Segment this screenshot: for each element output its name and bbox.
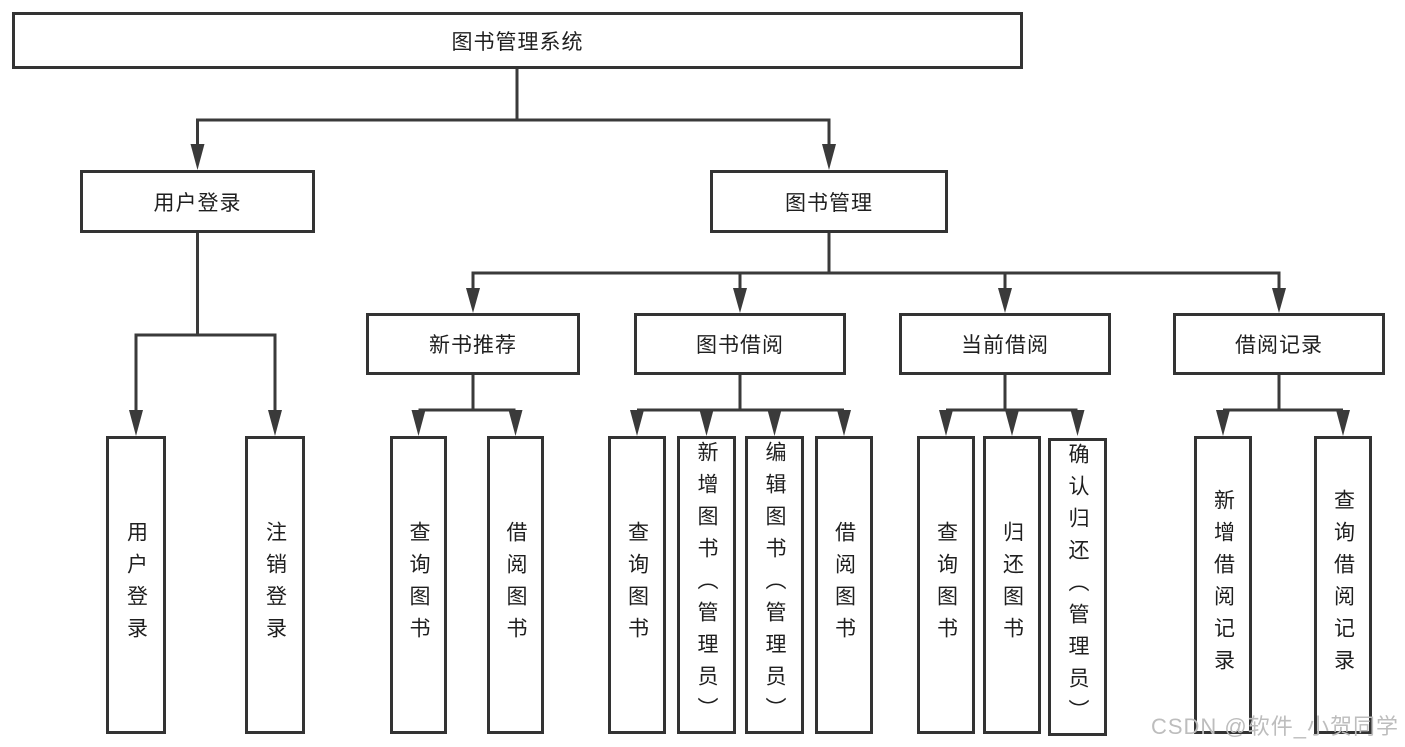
node-label: 注销登录: [263, 521, 287, 649]
node-borrowing-records: 借阅记录: [1173, 313, 1385, 375]
node-query-books-recommend: 查询图书: [390, 436, 447, 734]
node-label: 借阅图书: [504, 521, 527, 649]
node-book-borrowing: 图书借阅: [634, 313, 846, 375]
node-new-book-recommendation: 新书推荐: [366, 313, 580, 375]
node-book-management-branch: 图书管理: [710, 170, 948, 233]
node-borrow-books-recommend: 借阅图书: [487, 436, 544, 734]
node-label: 编辑图书（管理员）: [763, 441, 786, 729]
node-confirm-return-admin: 确认归还（管理员）: [1048, 438, 1107, 736]
node-label: 借阅图书: [832, 521, 856, 649]
node-label: 图书管理系统: [451, 30, 584, 54]
node-label: 确认归还（管理员）: [1066, 443, 1089, 731]
node-query-books-borrowing: 查询图书: [608, 436, 666, 734]
connector-user-login-branch: [129, 233, 282, 436]
node-label: 归还图书: [1000, 521, 1024, 649]
node-label: 用户登录: [124, 521, 148, 649]
node-label: 查询图书: [934, 521, 958, 649]
node-borrow-books-borrowing: 借阅图书: [815, 436, 873, 734]
node-label: 查询图书: [625, 521, 649, 649]
node-user-login-branch: 用户登录: [80, 170, 315, 233]
node-add-borrow-record: 新增借阅记录: [1194, 436, 1252, 734]
connector-current-borrowing: [939, 375, 1085, 436]
node-label: 图书管理: [785, 191, 873, 215]
node-label: 新增借阅记录: [1211, 489, 1235, 681]
connector-borrowing-records: [1216, 375, 1350, 436]
node-label: 当前借阅: [961, 334, 1049, 357]
connector-root-to-level2: [190, 69, 836, 170]
node-current-borrowing: 当前借阅: [899, 313, 1111, 375]
node-label: 用户登录: [153, 191, 242, 215]
node-library-management-system: 图书管理系统: [12, 12, 1023, 69]
node-label: 图书借阅: [696, 334, 784, 357]
node-label: 新增图书（管理员）: [695, 441, 718, 729]
node-label: 借阅记录: [1235, 334, 1323, 357]
node-edit-books-admin: 编辑图书（管理员）: [745, 436, 804, 734]
connector-book-management-branch: [466, 233, 1286, 313]
csdn-watermark: CSDN @软件_小贺同学: [1150, 714, 1399, 739]
node-logout: 注销登录: [245, 436, 305, 734]
node-label: 查询借阅记录: [1331, 489, 1355, 681]
node-label: 查询图书: [407, 521, 430, 649]
connector-new-book-recommendation: [411, 375, 523, 436]
node-user-login: 用户登录: [106, 436, 166, 734]
node-return-books: 归还图书: [983, 436, 1041, 734]
connector-book-borrowing: [630, 375, 851, 436]
node-query-borrow-record: 查询借阅记录: [1314, 436, 1372, 734]
node-query-books-current: 查询图书: [917, 436, 975, 734]
node-add-books-admin: 新增图书（管理员）: [677, 436, 736, 734]
node-label: 新书推荐: [429, 334, 517, 357]
